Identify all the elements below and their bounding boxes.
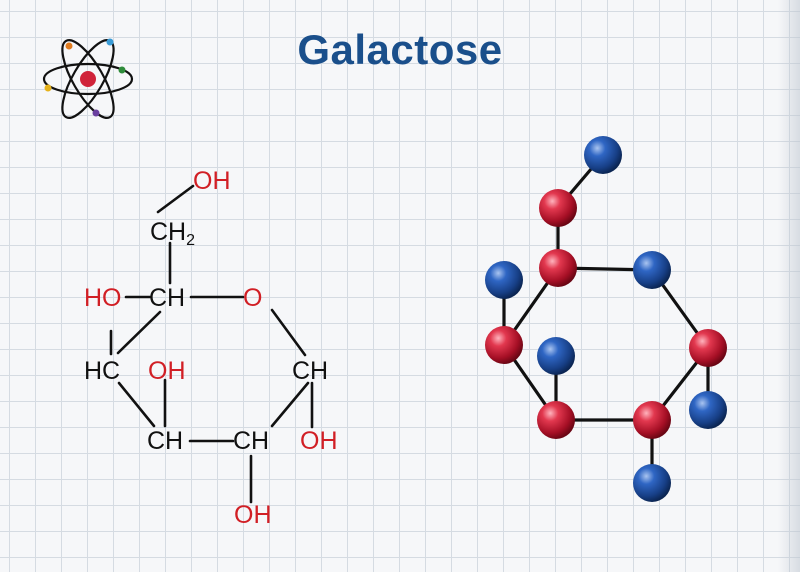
electron-dot	[106, 38, 114, 46]
carbon-atom-ball	[633, 464, 671, 502]
electron-dot	[65, 42, 73, 50]
carbon-atom-ball	[633, 251, 671, 289]
skeletal-formula-bonds	[109, 184, 314, 504]
oxygen-atom-ball	[689, 329, 727, 367]
skeletal-formula-labels: OH CH2 HO CH O HC OH CH CH CH OH OH	[84, 167, 338, 529]
oh-top-label: OH	[193, 167, 231, 195]
hc-c4-label: HC	[84, 357, 120, 385]
carbon-atom-ball	[584, 136, 622, 174]
ch2-subscript: 2	[186, 232, 195, 249]
oxygen-atom-ball	[633, 401, 671, 439]
ball-and-stick-icon	[485, 136, 727, 502]
oxygen-atom-ball	[485, 326, 523, 364]
nucleus-dot	[80, 71, 96, 87]
carbon-atom-ball	[485, 261, 523, 299]
ho-left-label: HO	[84, 284, 122, 312]
carbon-atom-ball	[689, 391, 727, 429]
ch-c2-label: CH	[233, 427, 269, 455]
electron-dot	[118, 66, 126, 74]
oh-c1-label: OH	[300, 427, 338, 455]
oxygen-atom-ball	[539, 189, 577, 227]
oxygen-atom-ball	[539, 249, 577, 287]
ring-oxygen-label: O	[243, 284, 262, 312]
page-fold-shadow	[778, 0, 800, 572]
ch-c1-label: CH	[292, 357, 328, 385]
ch-c3-label: CH	[147, 427, 183, 455]
oh-c3-label: OH	[148, 357, 186, 385]
atom-icon	[42, 38, 134, 119]
ch-c5-label: CH	[149, 284, 185, 312]
page-title: Galactose	[297, 26, 503, 73]
electron-dot	[44, 84, 52, 92]
carbon-atom-ball	[537, 337, 575, 375]
ch2-label: CH2	[150, 218, 195, 249]
oxygen-atom-ball	[537, 401, 575, 439]
ch2-main: CH	[150, 218, 186, 246]
electron-dot	[92, 109, 100, 117]
model-bonds	[502, 153, 710, 485]
oh-c2-label: OH	[234, 501, 272, 529]
